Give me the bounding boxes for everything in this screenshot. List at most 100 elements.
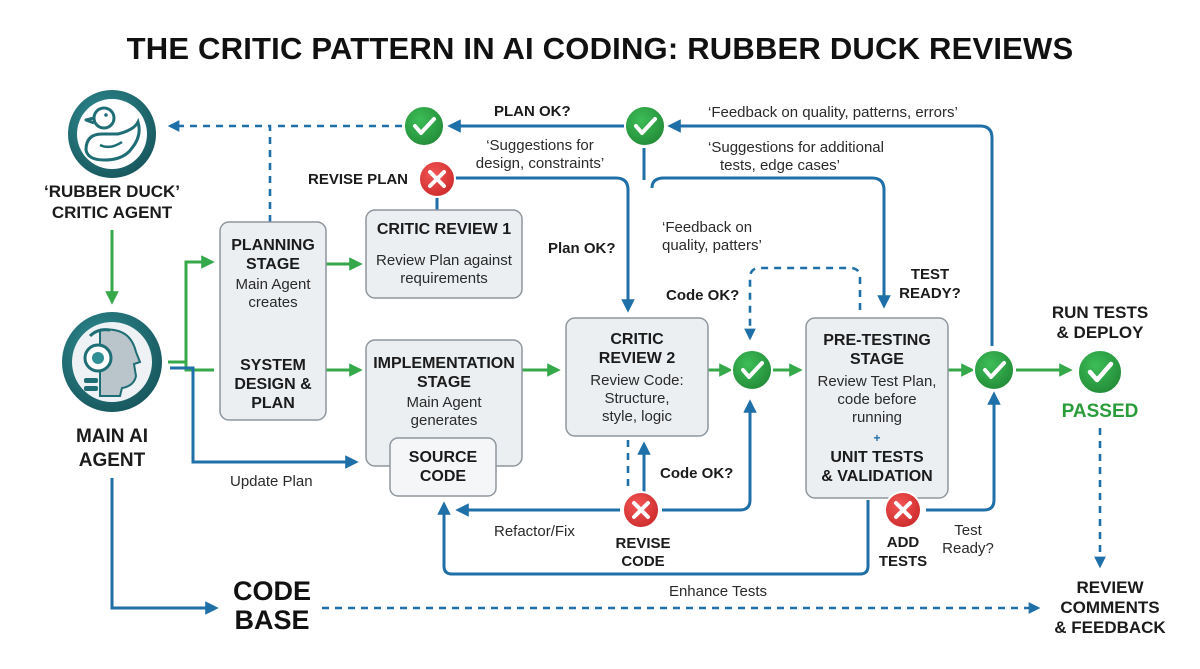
code-base: CODE BASE bbox=[233, 576, 311, 635]
implementation-heading-line1: IMPLEMENTATION bbox=[373, 355, 515, 372]
critic-agent-line2: CRITIC AGENT bbox=[52, 203, 173, 222]
critic1-body-line1: Review Plan against bbox=[376, 252, 513, 269]
pretesting-heading-line1: PRE-TESTING bbox=[823, 332, 931, 349]
pretesting-sub-line2: & VALIDATION bbox=[821, 468, 932, 485]
label-suggest-tests-line2: tests, edge cases’ bbox=[720, 157, 840, 174]
check-icon bbox=[403, 105, 445, 147]
label-plan-ok-mid: Plan OK? bbox=[548, 240, 616, 257]
run-tests-line2: & DEPLOY bbox=[1057, 323, 1145, 342]
implementation-body-line1: Main Agent bbox=[406, 394, 482, 411]
arrow-update-plan bbox=[170, 366, 359, 469]
label-feedback-mid-line2: quality, patters’ bbox=[662, 237, 762, 254]
label-code-ok-upper: Code OK? bbox=[666, 287, 739, 304]
critic-review-2: CRITIC REVIEW 2 Review Code: Structure, … bbox=[565, 317, 709, 437]
planning-heading-line1: PLANNING bbox=[231, 237, 315, 254]
implementation-body-line2: generates bbox=[411, 412, 478, 429]
label-suggest-design-line2: design, constraints’ bbox=[476, 155, 604, 172]
label-revise-plan: REVISE PLAN bbox=[308, 171, 408, 188]
check-icon bbox=[731, 349, 773, 391]
code-base-line1: CODE bbox=[233, 576, 311, 606]
planning-heading-line2: STAGE bbox=[246, 256, 300, 273]
main-agent: MAIN AI AGENT bbox=[62, 312, 162, 471]
code-base-line2: BASE bbox=[234, 605, 309, 635]
connectors bbox=[105, 119, 1106, 615]
critic-agent-line1: ‘RUBBER DUCK’ bbox=[44, 182, 180, 201]
pre-testing-stage: PRE-TESTING STAGE Review Test Plan, code… bbox=[805, 317, 949, 499]
flow-labels: PLAN OK? REVISE PLAN ‘Suggestions for de… bbox=[230, 103, 994, 600]
arrow-suggestions-to-critic2 bbox=[452, 176, 635, 313]
critic-review-1: CRITIC REVIEW 1 Review Plan against requ… bbox=[365, 209, 523, 299]
planning-sub-line2: DESIGN & bbox=[234, 376, 312, 393]
cross-icon bbox=[418, 160, 456, 198]
check-icon bbox=[1077, 349, 1123, 395]
implementation-stage: IMPLEMENTATION STAGE Main Agent generate… bbox=[365, 339, 523, 497]
label-update-plan: Update Plan bbox=[230, 473, 313, 490]
label-test-ready-upper-line2: READY? bbox=[899, 285, 961, 302]
arrow-revise-to-check3 bbox=[662, 399, 757, 512]
arrow-code-ok-loop bbox=[744, 266, 862, 341]
arrow-main-to-planning bbox=[168, 255, 215, 364]
label-plan-ok-top: PLAN OK? bbox=[494, 103, 571, 120]
arrow-suggestions-to-pretesting bbox=[650, 176, 891, 309]
label-feedback-mid-line1: ‘Feedback on bbox=[662, 219, 752, 236]
source-code-box: SOURCE CODE bbox=[389, 437, 497, 497]
robot-head-icon bbox=[62, 312, 162, 412]
critic2-body-line3: style, logic bbox=[602, 408, 673, 425]
arrow-main-to-implementation bbox=[184, 362, 214, 372]
planning-body-line1: Main Agent bbox=[235, 276, 311, 293]
page-title: THE CRITIC PATTERN IN AI CODING: RUBBER … bbox=[127, 31, 1074, 66]
label-test-ready-lower-line1: Test bbox=[954, 522, 982, 539]
review-comments: REVIEW COMMENTS & FEEDBACK bbox=[1054, 578, 1166, 637]
critic2-heading-line2: REVIEW 2 bbox=[599, 350, 676, 367]
critic1-heading: CRITIC REVIEW 1 bbox=[377, 221, 511, 238]
critic2-heading-line1: CRITIC bbox=[610, 331, 664, 348]
pretesting-heading-line2: STAGE bbox=[850, 351, 904, 368]
review-comments-line3: & FEEDBACK bbox=[1054, 618, 1166, 637]
check-icon bbox=[624, 105, 666, 147]
critic2-body-line2: Structure, bbox=[604, 390, 669, 407]
cross-icon bbox=[622, 491, 660, 529]
main-agent-line1: MAIN AI bbox=[76, 426, 148, 447]
label-test-ready-upper-line1: TEST bbox=[911, 266, 949, 283]
arrow-main-to-codebase bbox=[110, 478, 219, 615]
planning-sub-line1: SYSTEM bbox=[240, 357, 306, 374]
pretesting-body-line3: running bbox=[852, 409, 902, 426]
pretesting-plus: + bbox=[873, 431, 880, 445]
label-test-ready-lower-line2: Ready? bbox=[942, 540, 994, 557]
label-add-tests-line2: TESTS bbox=[879, 553, 927, 570]
planning-stage: PLANNING STAGE Main Agent creates SYSTEM… bbox=[219, 221, 327, 421]
arrow-add-tests-to-check4 bbox=[926, 391, 1001, 512]
main-agent-line2: AGENT bbox=[79, 450, 146, 471]
duck-icon bbox=[68, 90, 156, 178]
critic2-body-line1: Review Code: bbox=[590, 372, 683, 389]
label-enhance-tests: Enhance Tests bbox=[669, 583, 767, 600]
arrow-feedback-to-check2 bbox=[667, 119, 994, 346]
critic-agent: ‘RUBBER DUCK’ CRITIC AGENT bbox=[44, 90, 180, 222]
label-revise-code-line1: REVISE bbox=[615, 535, 670, 552]
pretesting-sub-line1: UNIT TESTS bbox=[830, 449, 924, 466]
source-code-line2: CODE bbox=[420, 468, 467, 485]
status-badge: PASSED bbox=[1062, 401, 1139, 422]
cross-icon bbox=[884, 491, 922, 529]
planning-body-line2: creates bbox=[248, 294, 297, 311]
label-add-tests-line1: ADD bbox=[887, 534, 920, 551]
review-comments-line2: COMMENTS bbox=[1060, 598, 1159, 617]
arrow-enhance-tests bbox=[437, 500, 870, 576]
label-refactor-fix: Refactor/Fix bbox=[494, 523, 575, 540]
label-code-ok-lower: Code OK? bbox=[660, 465, 733, 482]
source-code-line1: SOURCE bbox=[409, 449, 478, 466]
label-feedback-top: ‘Feedback on quality, patterns, errors’ bbox=[708, 104, 958, 121]
check-icon bbox=[973, 349, 1015, 391]
planning-sub-line3: PLAN bbox=[251, 395, 295, 412]
pretesting-body-line1: Review Test Plan, bbox=[818, 373, 937, 390]
run-tests-deploy: RUN TESTS & DEPLOY PASSED bbox=[1052, 303, 1148, 422]
pretesting-body-line2: code before bbox=[837, 391, 916, 408]
label-suggest-design-line1: ‘Suggestions for bbox=[486, 137, 594, 154]
critic1-body-line2: requirements bbox=[400, 270, 488, 287]
run-tests-line1: RUN TESTS bbox=[1052, 303, 1148, 322]
arrow-planning-to-critic bbox=[167, 120, 272, 222]
review-comments-line1: REVIEW bbox=[1076, 578, 1144, 597]
implementation-heading-line2: STAGE bbox=[417, 374, 471, 391]
label-suggest-tests-line1: ‘Suggestions for additional bbox=[708, 139, 884, 156]
